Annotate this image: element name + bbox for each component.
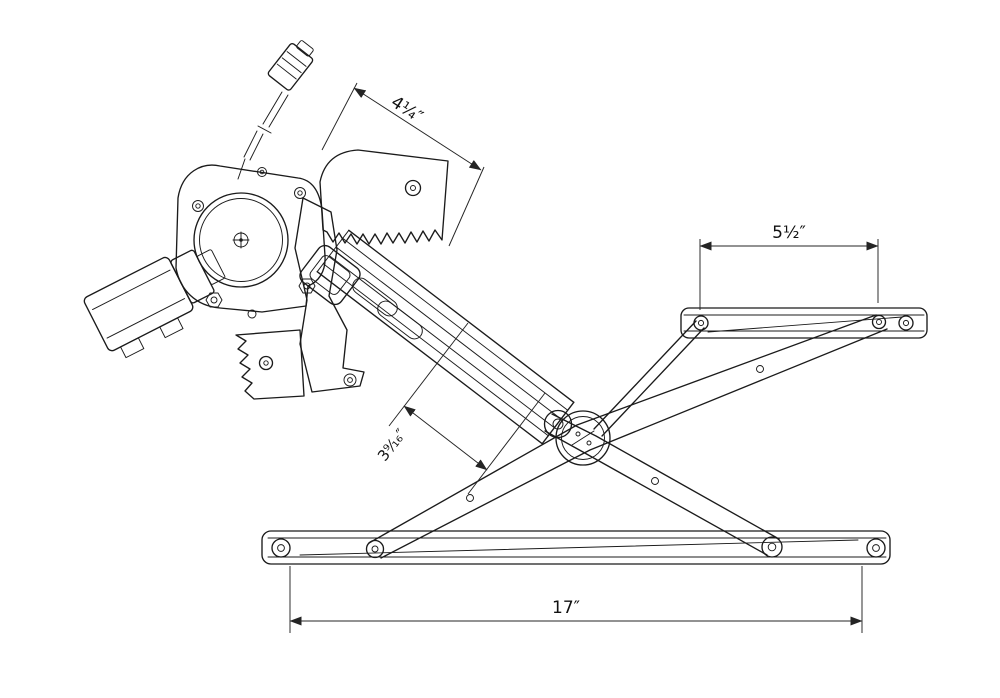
dim-label-lower-rail: 17″ bbox=[552, 598, 580, 618]
dimension-lower-rail: 17″ bbox=[289, 566, 863, 633]
second-arm-lower-edge bbox=[544, 430, 768, 556]
motor-assembly bbox=[83, 164, 326, 359]
dim-label-upper-rail: 5½″ bbox=[772, 223, 806, 243]
main-arm-upper-pivot bbox=[871, 314, 887, 330]
rail-clamp bbox=[299, 244, 361, 306]
second-arm-upper-edge bbox=[551, 413, 780, 540]
support-bracket bbox=[294, 197, 365, 393]
motor-body bbox=[83, 249, 226, 359]
rail-slot bbox=[352, 277, 398, 317]
motor-mount-plate bbox=[175, 164, 326, 313]
rail-slot bbox=[377, 300, 423, 340]
dim-label-rail-offset: 3⁹⁄₁₆″ bbox=[374, 425, 410, 465]
mount-bolts bbox=[192, 167, 316, 319]
dimension-upper-diagonal: 4¼″ bbox=[321, 82, 485, 247]
main-arm-upper-edge bbox=[368, 314, 877, 544]
scissor-arms bbox=[365, 314, 888, 559]
lower-sash-rail bbox=[261, 530, 891, 565]
dimension-rail-offset: 3⁹⁄₁₆″ bbox=[374, 322, 546, 495]
center-pivot bbox=[555, 410, 611, 466]
link-arm-edge bbox=[593, 320, 697, 430]
sector-gear-lower bbox=[235, 329, 305, 400]
upper-sash-rail bbox=[680, 307, 928, 339]
sector-gear-upper bbox=[319, 149, 449, 245]
lift-rail-diagonal bbox=[299, 229, 575, 445]
cable-connector bbox=[237, 40, 314, 180]
second-arm-lower-roller bbox=[761, 536, 783, 558]
cable-drum bbox=[193, 192, 289, 288]
main-arm-lower-roller bbox=[365, 539, 385, 559]
dimension-upper-rail: 5½″ bbox=[699, 223, 879, 310]
link-arm-edge bbox=[601, 327, 705, 437]
main-arm-lower-edge bbox=[380, 328, 888, 559]
